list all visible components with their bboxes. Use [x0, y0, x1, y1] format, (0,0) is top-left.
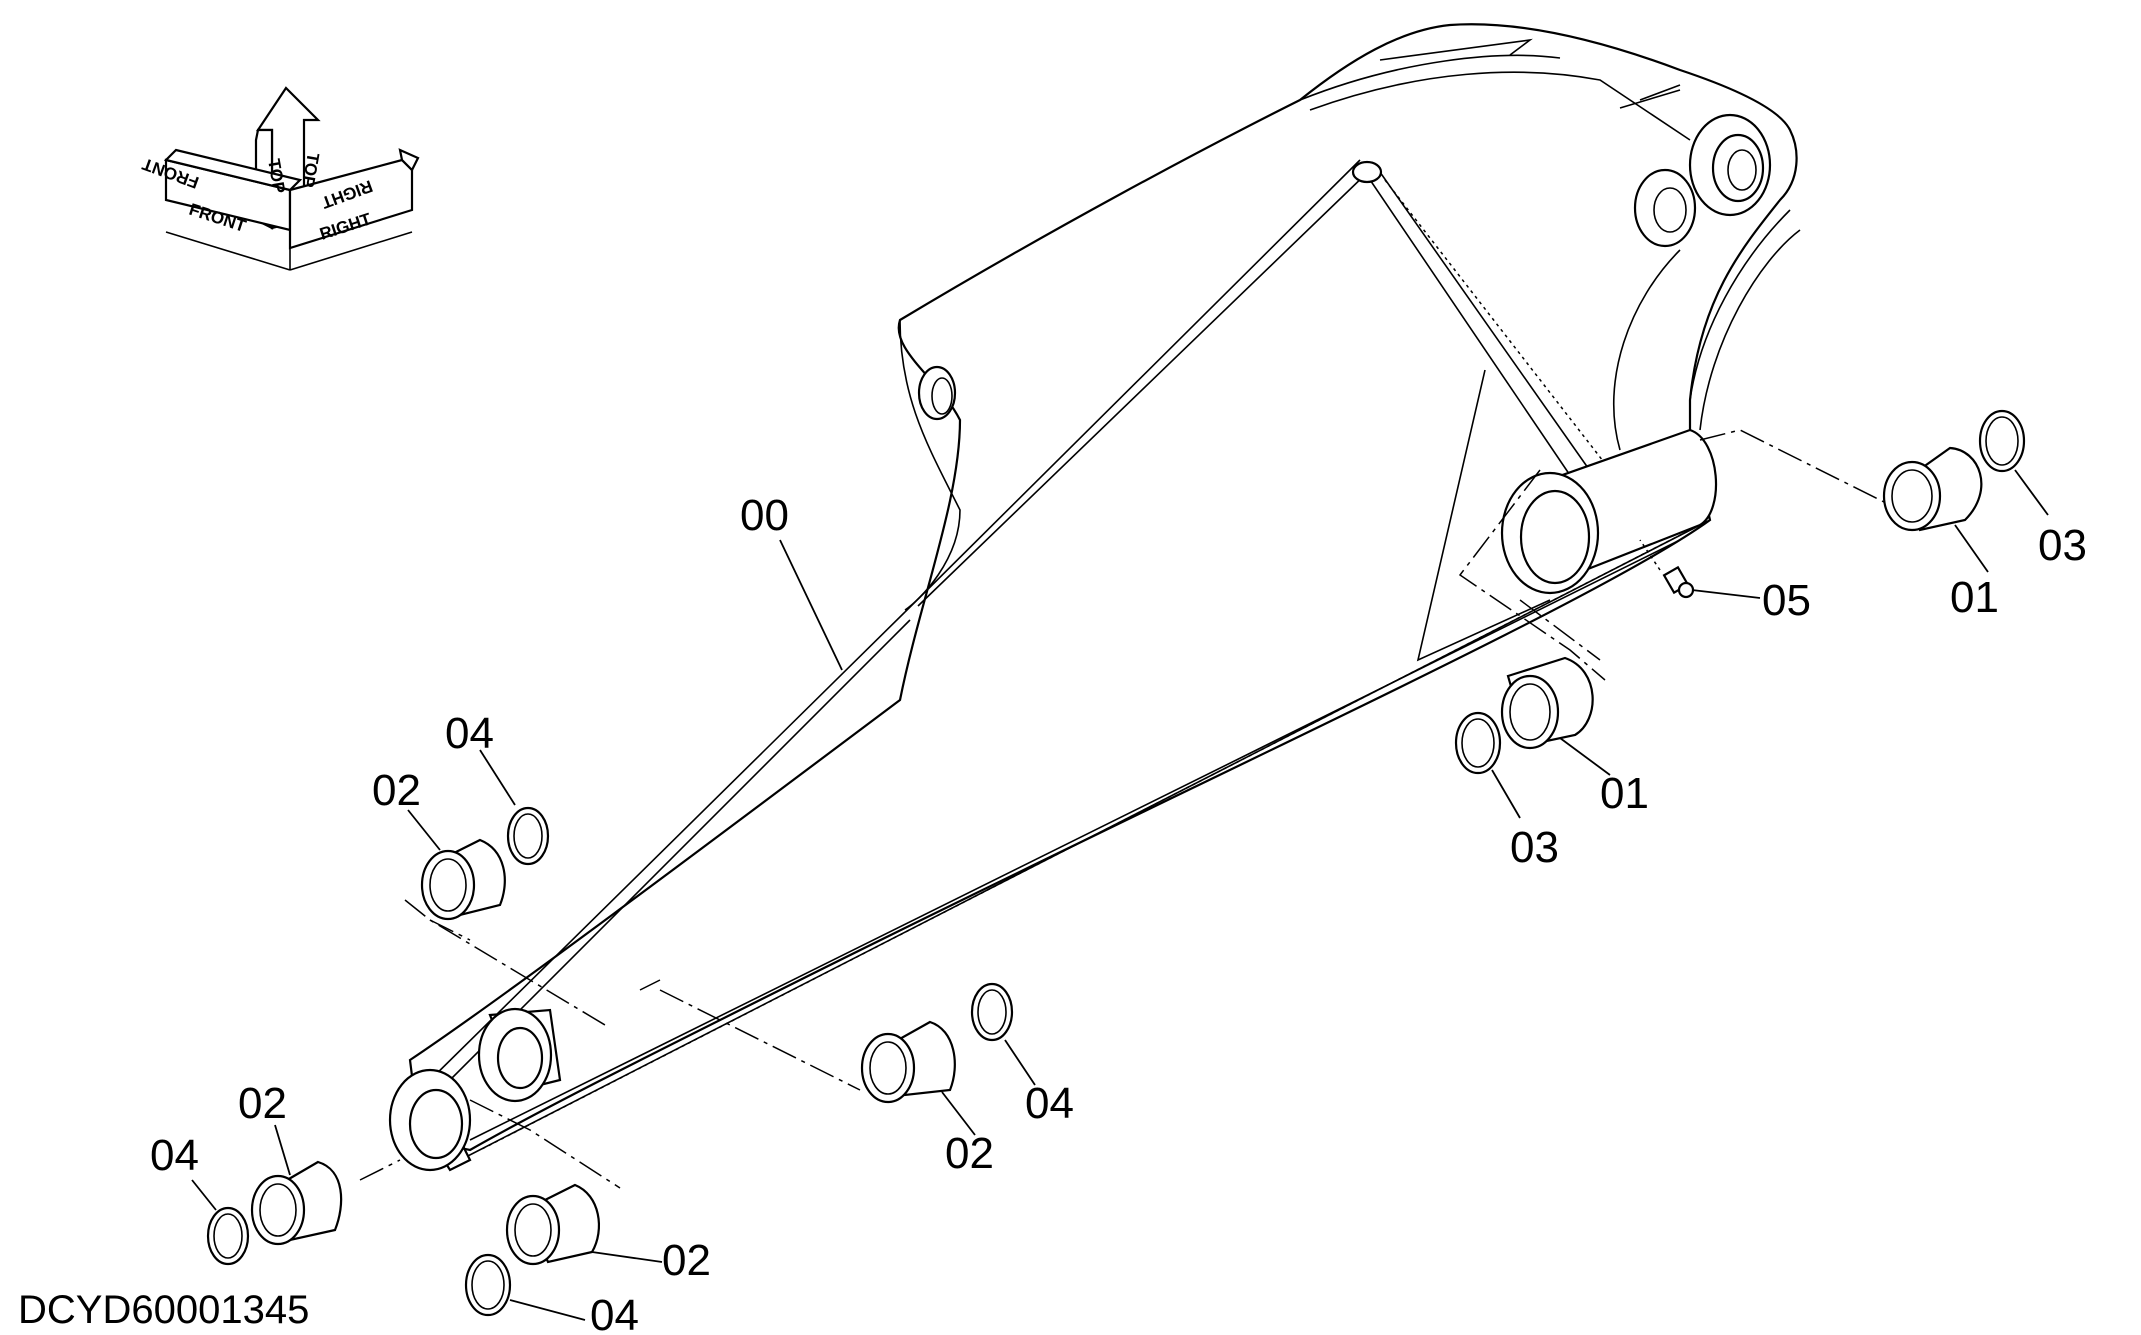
bushing-02-lower: [505, 1183, 600, 1266]
callout-bushing-mid: 02: [945, 1129, 994, 1178]
callout-arm: 00: [740, 491, 789, 540]
arm-assembly: [388, 23, 1801, 1172]
callout-bushing-far-left: 02: [238, 1079, 287, 1128]
callout-ring-upper-left: 04: [445, 709, 494, 758]
assembly-centerlines: [359, 429, 1891, 1189]
callout-ring-lower: 04: [590, 1291, 639, 1335]
callout-bushing-right: 01: [1950, 573, 1999, 622]
bushing-01-center: [1500, 656, 1594, 750]
ring-04-lower: [464, 1253, 512, 1317]
callout-ring-far-left: 04: [150, 1131, 199, 1180]
bushing-02-far-left: [250, 1160, 343, 1246]
orientation-arrow-icon: FRONT FRONT TOP TOP RIGHT RIGHT: [139, 86, 420, 271]
ring-03-right: [1978, 409, 2026, 473]
arm-body: [408, 23, 1798, 1152]
bushing-02-upper-left: [420, 838, 506, 921]
callout-bushing-center: 01: [1600, 769, 1649, 818]
ring-04-far-left: [206, 1206, 250, 1266]
bushing-01-right: [1882, 446, 1983, 532]
callout-bushing-lower: 02: [662, 1236, 711, 1285]
leader-lines: [191, 469, 2049, 1321]
drawing-code: DCYD60001345: [18, 1288, 309, 1332]
grease-fitting-05: [1639, 539, 1695, 599]
ring-04-upper-left: [506, 806, 550, 866]
bushing-02-mid: [860, 1020, 956, 1104]
callout-ring-center: 03: [1510, 823, 1559, 872]
callout-ring-right: 03: [2038, 521, 2087, 570]
ring-04-mid: [970, 982, 1014, 1042]
ring-03-center: [1454, 711, 1502, 775]
callout-bushing-upper-left: 02: [372, 766, 421, 815]
callout-grease-fitting: 05: [1762, 576, 1811, 625]
callout-ring-mid: 04: [1025, 1079, 1074, 1128]
